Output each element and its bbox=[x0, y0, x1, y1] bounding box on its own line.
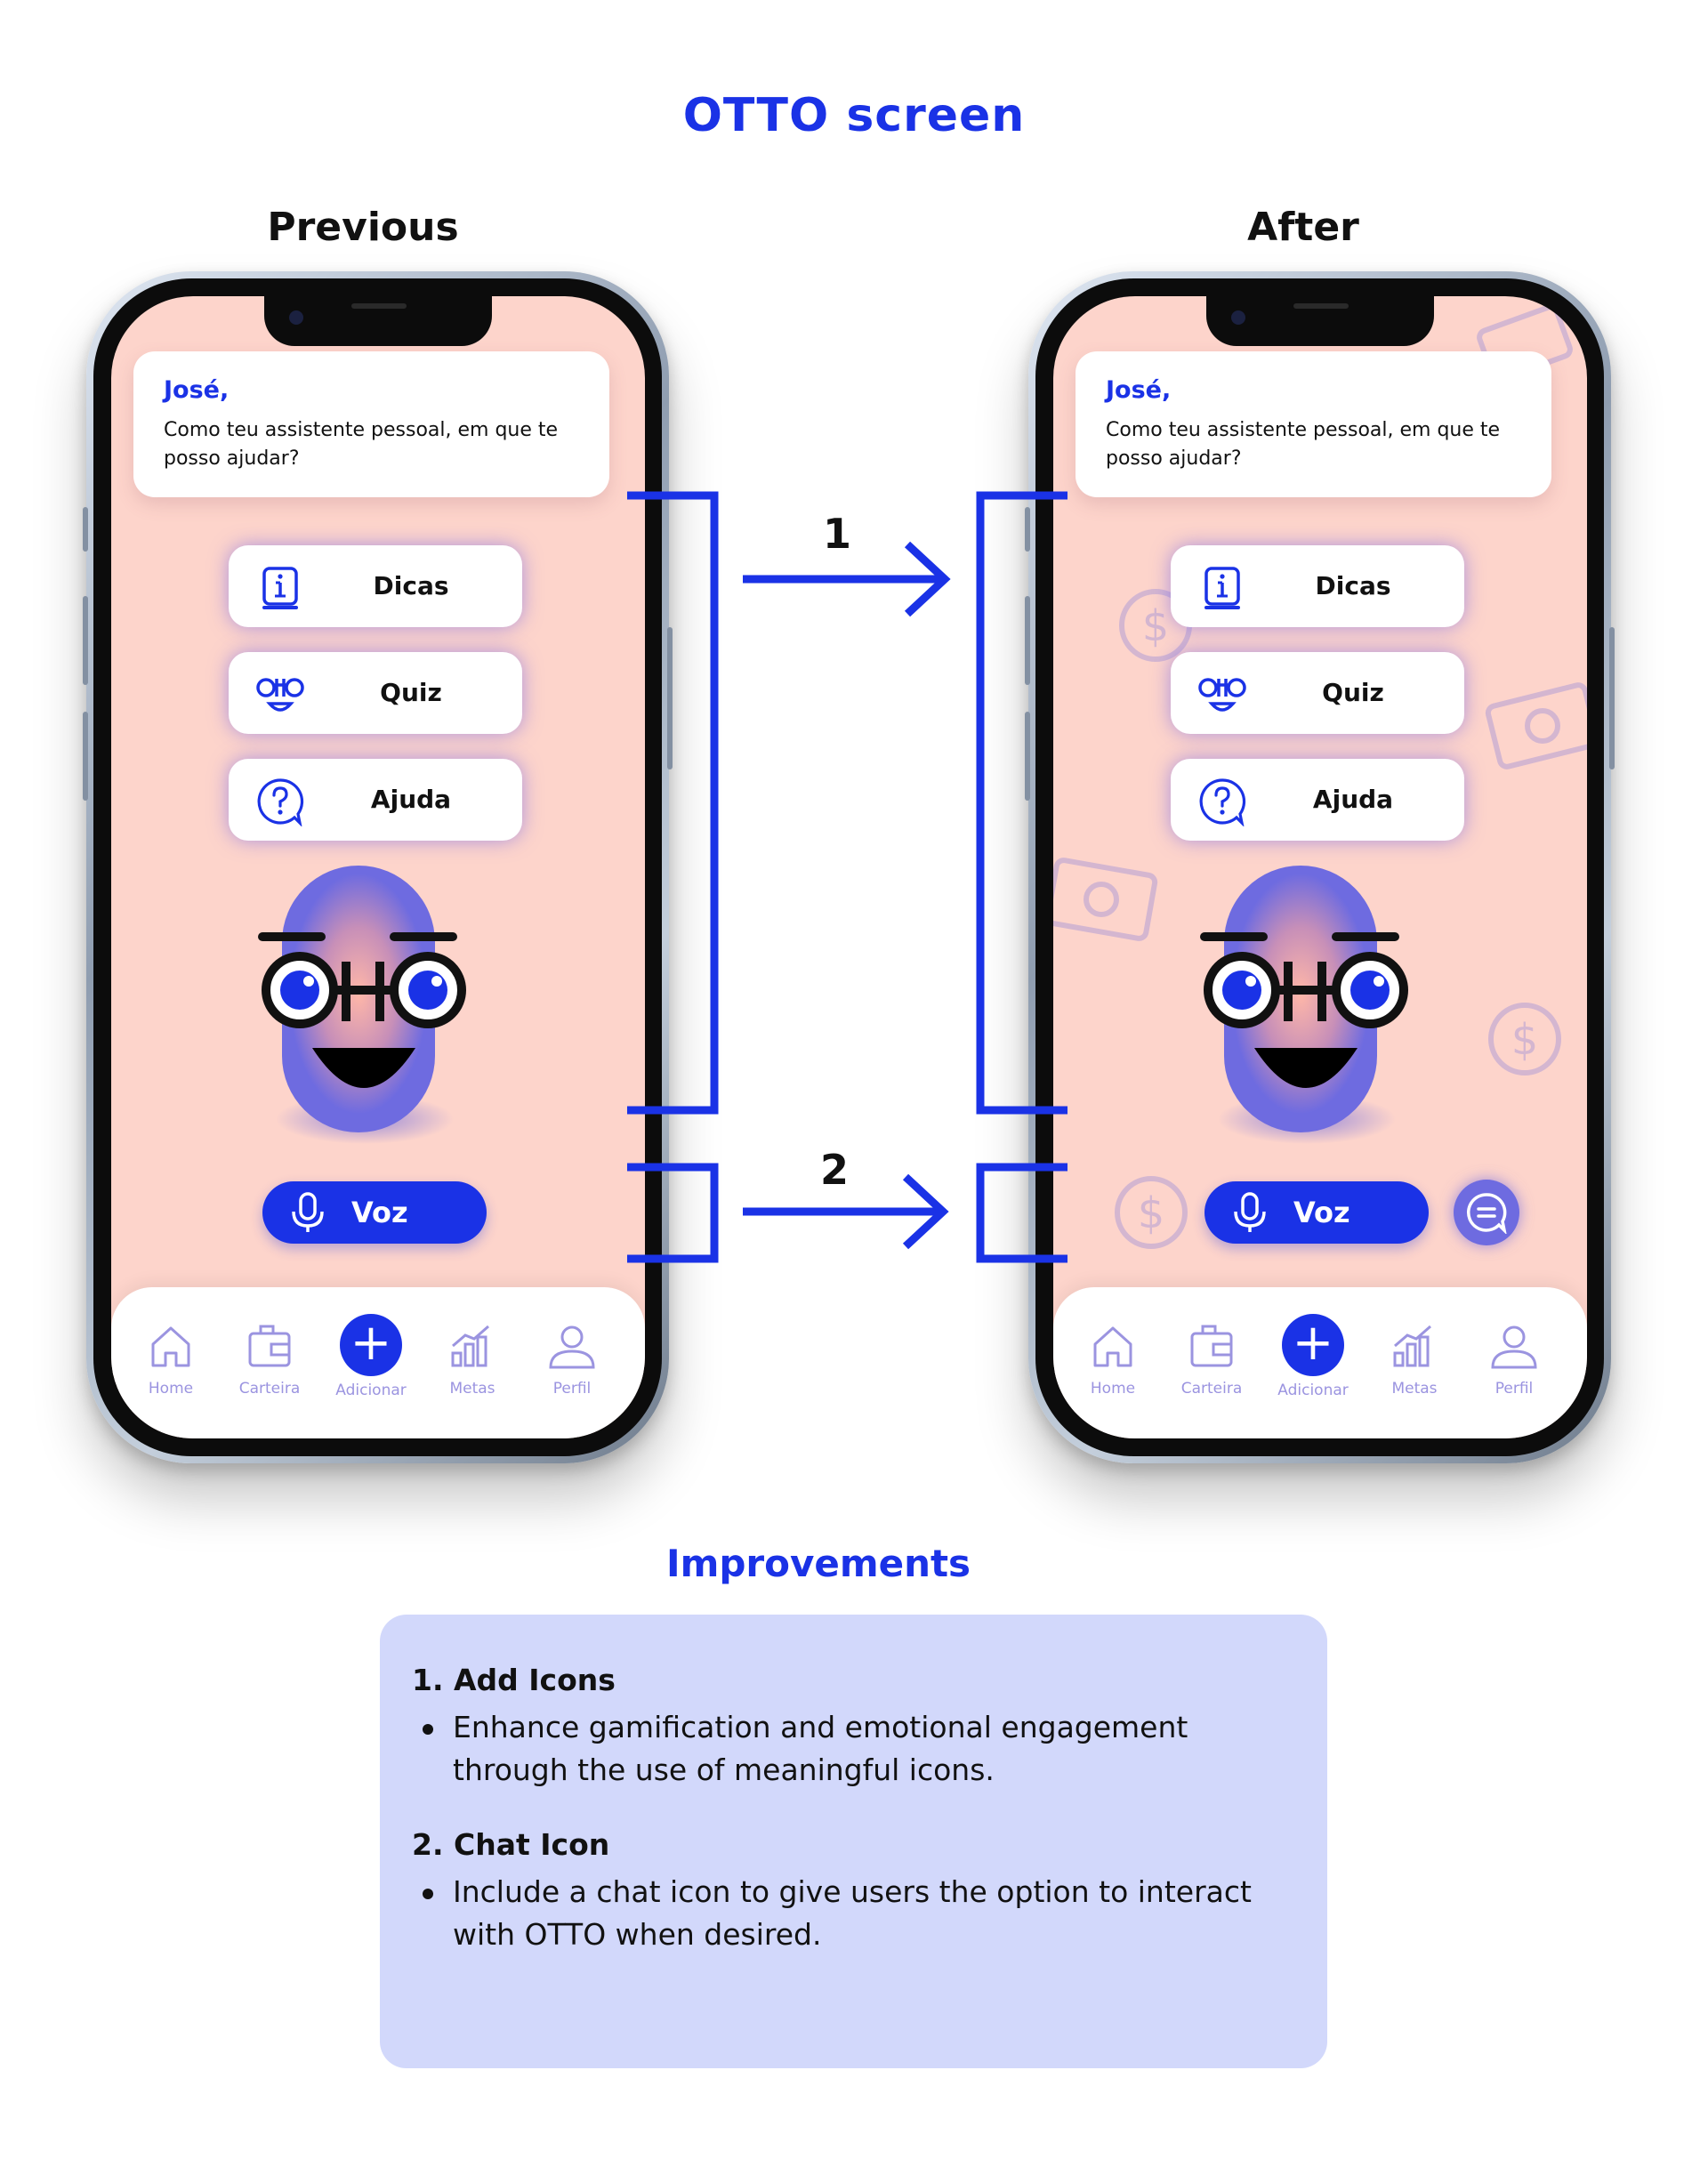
improvements-title: Improvements bbox=[665, 1542, 971, 1585]
chat-bubble-icon bbox=[1466, 1193, 1507, 1234]
page-title: OTTO screen bbox=[682, 89, 1026, 142]
tab-label-adicionar: Adicionar bbox=[335, 1382, 407, 1399]
connector-label-1: 1 bbox=[823, 510, 852, 558]
menu-label-ajuda: Ajuda bbox=[370, 785, 452, 814]
otto-mascot bbox=[258, 866, 466, 1144]
chat-button[interactable] bbox=[1454, 1180, 1519, 1245]
tab-home[interactable]: Home bbox=[126, 1319, 215, 1398]
improvement-bullet-2: Include a chat icon to give users the op… bbox=[412, 1871, 1295, 1956]
tab-perfil[interactable]: Perfil bbox=[528, 1319, 616, 1398]
notch bbox=[264, 296, 492, 346]
tab-bar: Home Carteira + Adicionar Metas Perfil bbox=[111, 1287, 645, 1438]
tab-label-perfil: Perfil bbox=[552, 1380, 592, 1398]
tab-carteira[interactable]: Carteira bbox=[225, 1319, 314, 1398]
connector-label-2: 2 bbox=[820, 1146, 850, 1194]
tab-adicionar[interactable]: + Adicionar bbox=[1269, 1314, 1358, 1399]
column-title-previous: Previous bbox=[267, 205, 459, 250]
svg-text:$: $ bbox=[1511, 1015, 1539, 1065]
tab-label-metas: Metas bbox=[1391, 1380, 1438, 1398]
coin-icon: $ bbox=[1485, 999, 1565, 1079]
tab-label-carteira: Carteira bbox=[238, 1380, 301, 1398]
menu-label-dicas: Dicas bbox=[373, 571, 449, 600]
screen-after: $ $ $ José, Como teu assistente pessoal,… bbox=[1053, 296, 1587, 1438]
otto-quiz-icon bbox=[256, 678, 304, 712]
microphone-icon bbox=[292, 1192, 324, 1232]
improvements-panel: 1. Add Icons Enhance gamification and em… bbox=[380, 1615, 1327, 2068]
tab-label-home: Home bbox=[148, 1380, 194, 1398]
tab-label-home: Home bbox=[1090, 1380, 1136, 1398]
greeting-name: José, bbox=[1106, 376, 1172, 404]
user-icon bbox=[1491, 1325, 1537, 1369]
menu-button-dicas[interactable]: Dicas bbox=[1171, 545, 1464, 627]
column-title-after: After bbox=[1247, 205, 1359, 250]
improvement-text-2: Include a chat icon to give users the op… bbox=[453, 1874, 1252, 1952]
improvement-text-1: Enhance gamification and emotional engag… bbox=[453, 1710, 1188, 1787]
voice-button-label: Voz bbox=[351, 1196, 408, 1229]
menu-label-quiz: Quiz bbox=[380, 678, 442, 707]
tab-home[interactable]: Home bbox=[1068, 1319, 1157, 1398]
improvement-heading-2: 2. Chat Icon bbox=[412, 1827, 610, 1862]
phone-previous: José, Como teu assistente pessoal, em qu… bbox=[83, 271, 673, 1463]
help-question-icon bbox=[1199, 778, 1246, 826]
phone-after: $ $ $ José, Como teu assistente pessoal,… bbox=[1025, 271, 1615, 1463]
menu-button-dicas[interactable]: Dicas bbox=[229, 545, 522, 627]
coin-icon: $ bbox=[1111, 1172, 1191, 1253]
wallet-icon bbox=[248, 1325, 291, 1367]
greeting-card: José, Como teu assistente pessoal, em qu… bbox=[1076, 351, 1551, 497]
menu-label-quiz: Quiz bbox=[1322, 678, 1384, 707]
notch bbox=[1206, 296, 1434, 346]
svg-text:$: $ bbox=[1138, 1188, 1165, 1238]
screen-previous: José, Como teu assistente pessoal, em qu… bbox=[111, 296, 645, 1438]
menu-label-ajuda: Ajuda bbox=[1312, 785, 1394, 814]
bullet-dot bbox=[423, 1724, 433, 1735]
voice-button[interactable]: Voz bbox=[1204, 1181, 1429, 1244]
tab-adicionar[interactable]: + Adicionar bbox=[326, 1314, 415, 1399]
menu-label-dicas: Dicas bbox=[1315, 571, 1391, 600]
banknote-icon bbox=[1053, 848, 1169, 955]
greeting-name: José, bbox=[164, 376, 230, 404]
tab-bar: Home Carteira + Adicionar Metas Perfil bbox=[1053, 1287, 1587, 1438]
tab-label-carteira: Carteira bbox=[1180, 1380, 1243, 1398]
otto-mascot bbox=[1200, 866, 1408, 1144]
menu-button-quiz[interactable]: Quiz bbox=[229, 652, 522, 734]
bullet-dot bbox=[423, 1889, 433, 1899]
user-icon bbox=[549, 1325, 595, 1369]
help-question-icon bbox=[257, 778, 304, 826]
wallet-icon bbox=[1190, 1325, 1233, 1367]
tab-metas[interactable]: Metas bbox=[428, 1319, 517, 1398]
improvement-bullet-1: Enhance gamification and emotional engag… bbox=[412, 1706, 1295, 1792]
otto-quiz-icon bbox=[1198, 678, 1246, 712]
tab-label-metas: Metas bbox=[449, 1380, 495, 1398]
microphone-icon bbox=[1234, 1192, 1266, 1232]
info-book-icon bbox=[1204, 567, 1240, 609]
menu-button-quiz[interactable]: Quiz bbox=[1171, 652, 1464, 734]
banknote-icon bbox=[1480, 679, 1587, 777]
bar-chart-icon bbox=[1393, 1325, 1431, 1367]
svg-text:$: $ bbox=[1142, 601, 1170, 651]
improvement-heading-1: 1. Add Icons bbox=[412, 1663, 616, 1697]
voice-button-label: Voz bbox=[1293, 1196, 1350, 1229]
home-icon bbox=[151, 1326, 190, 1367]
tab-carteira[interactable]: Carteira bbox=[1167, 1319, 1256, 1398]
bar-chart-icon bbox=[451, 1325, 489, 1367]
voice-button[interactable]: Voz bbox=[262, 1181, 487, 1244]
home-icon bbox=[1093, 1326, 1132, 1367]
plus-icon: + bbox=[340, 1314, 402, 1376]
tab-metas[interactable]: Metas bbox=[1370, 1319, 1459, 1398]
plus-icon: + bbox=[1282, 1314, 1344, 1376]
info-book-icon bbox=[262, 567, 298, 609]
menu-button-ajuda[interactable]: Ajuda bbox=[1171, 759, 1464, 841]
greeting-message: Como teu assistente pessoal, em que te p… bbox=[164, 419, 559, 470]
tab-label-adicionar: Adicionar bbox=[1277, 1382, 1349, 1399]
tab-label-perfil: Perfil bbox=[1494, 1380, 1534, 1398]
tab-perfil[interactable]: Perfil bbox=[1470, 1319, 1559, 1398]
greeting-card: José, Como teu assistente pessoal, em qu… bbox=[133, 351, 609, 497]
menu-button-ajuda[interactable]: Ajuda bbox=[229, 759, 522, 841]
greeting-message: Como teu assistente pessoal, em que te p… bbox=[1106, 419, 1501, 470]
